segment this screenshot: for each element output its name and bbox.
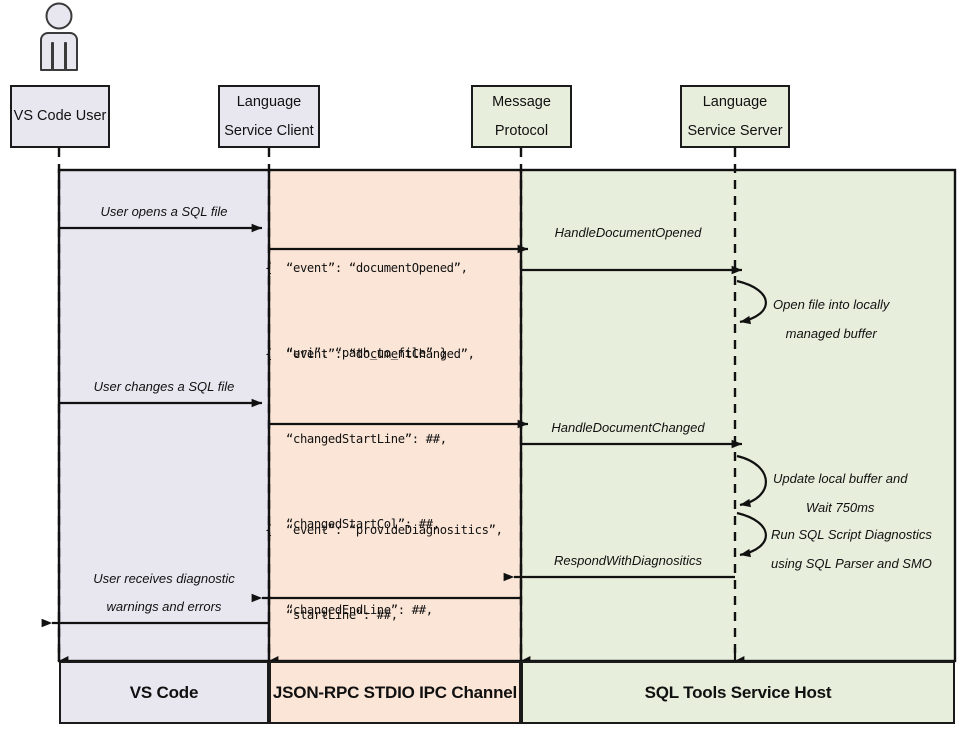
note-run-diagnostics: Run SQL Script Diagnostics using SQL Par… — [771, 521, 932, 578]
person-icon — [40, 2, 78, 71]
payload-document-opened: { “event”: “documentOpened”, “uri”: “pat… — [265, 197, 468, 424]
message-label-user-changes: User changes a SQL file — [93, 379, 235, 394]
note-line1: Run SQL Script Diagnostics — [771, 527, 932, 542]
note-line1: Open file into locally — [773, 297, 890, 312]
note-open-file: Open file into locally managed buffer — [773, 291, 889, 348]
self-loop-arrows — [736, 279, 767, 558]
footer-cell-vscode[interactable]: VS Code — [59, 661, 269, 724]
self-loop-run-diagnostics — [736, 511, 767, 558]
payload-line: “changedStartLine”: ##, — [265, 432, 447, 447]
payload-line: { “event”: “documentOpened”, — [265, 260, 468, 275]
footer-terminators — [57, 648, 745, 666]
note-line2: managed buffer — [785, 325, 877, 341]
payload-line: { “event”: “provideDiagnositics”, — [265, 522, 503, 537]
participant-label-line2: Service Server — [687, 122, 783, 139]
message-label-user-receives: User receives diagnostic warnings and er… — [59, 565, 269, 621]
participant-box-lsp-client[interactable]: Language Service Client — [218, 85, 320, 148]
participant-label-line1: Language — [702, 94, 768, 111]
footer-label: SQL Tools Service Host — [644, 682, 832, 702]
lane-band-vscode — [59, 170, 269, 661]
footer-label: JSON-RPC STDIO IPC Channel — [272, 682, 518, 702]
message-arrows — [41, 223, 743, 628]
participant-label-line1: VS Code User — [13, 108, 107, 125]
note-line1: Update local buffer and — [773, 471, 908, 486]
note-line2: using SQL Parser and SMO — [771, 555, 932, 571]
note-line2: Wait 750ms — [806, 499, 875, 515]
participant-label-line1: Language — [236, 94, 302, 111]
self-loop-open-file — [736, 279, 767, 325]
note-update-buffer: Update local buffer and Wait 750ms — [773, 465, 907, 522]
participant-label-line1: Message — [492, 94, 551, 111]
message-label-line1: User receives diagnostic — [93, 571, 235, 586]
footer-label: VS Code — [129, 682, 199, 702]
message-label-user-opens: User opens a SQL file — [100, 204, 228, 219]
message-label-handle-document-changed: HandleDocumentChanged — [551, 420, 705, 435]
lane-band-host — [521, 170, 955, 661]
participant-label-line2: Service Client — [224, 122, 314, 139]
participant-box-lsp-server[interactable]: Language Service Server — [680, 85, 790, 148]
participant-box-vscode-user[interactable]: VS Code User — [10, 85, 110, 148]
lane-band-ipc — [269, 170, 521, 661]
payload-line: “changedStartCol”: ##, — [265, 517, 440, 532]
message-label-handle-document-opened: HandleDocumentOpened — [554, 225, 702, 240]
self-loop-update-buffer — [736, 454, 767, 508]
footer-cell-ipc-channel[interactable]: JSON-RPC STDIO IPC Channel — [269, 661, 521, 724]
message-label-respond-with-diagnostics: RespondWithDiagnositics — [553, 553, 702, 568]
payload-line: “uri”: “path_to_file” } — [265, 346, 447, 361]
footer-cell-service-host[interactable]: SQL Tools Service Host — [521, 661, 955, 724]
payload-line: { “event”: “documentChanged”, — [265, 346, 475, 361]
participant-box-message-protocol[interactable]: Message Protocol — [471, 85, 572, 148]
message-label-line2: warnings and errors — [106, 598, 222, 614]
payload-line: “startLine”: ##, — [265, 608, 398, 623]
participant-label-line2: Protocol — [494, 122, 549, 139]
payload-line: “changedEndLine”: ##, — [265, 602, 433, 617]
